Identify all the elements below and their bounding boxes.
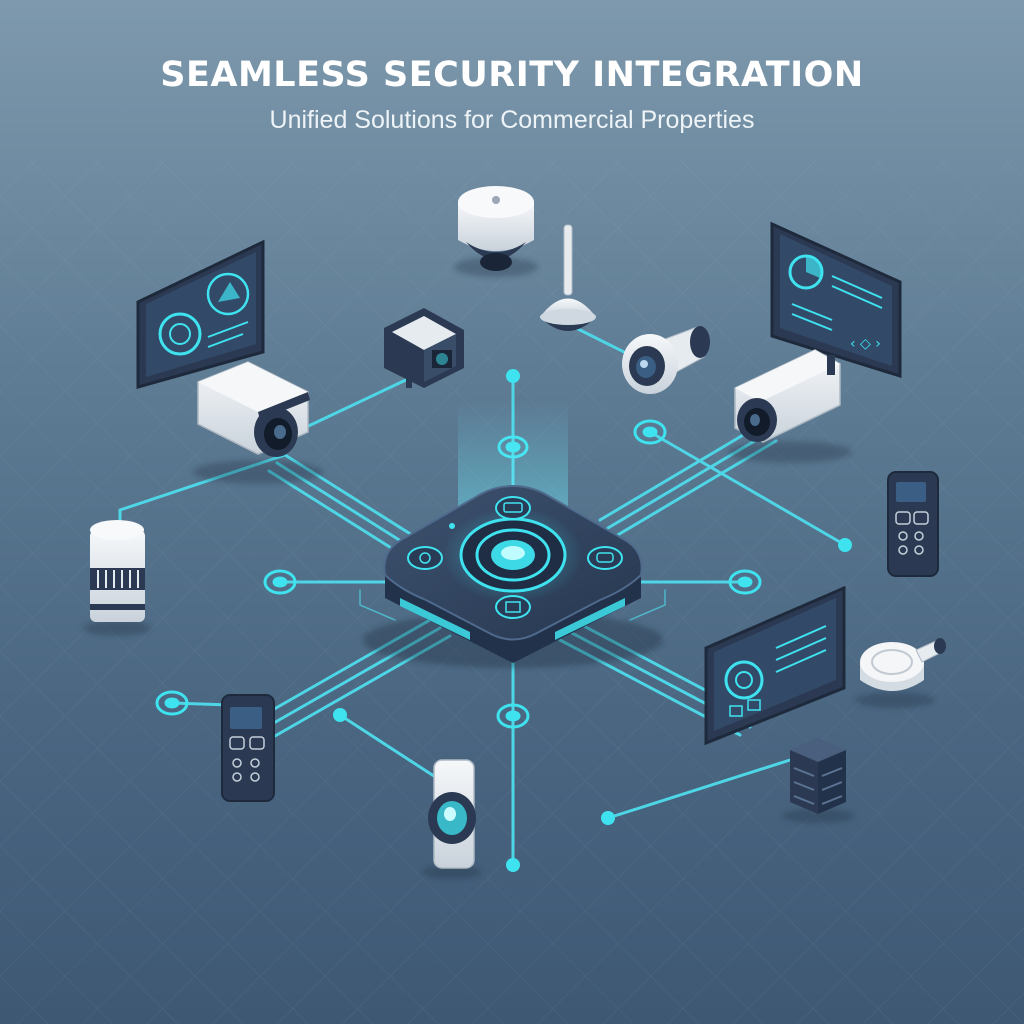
ring-node: [633, 419, 667, 445]
keypad-icon: [221, 694, 275, 802]
recycle-icon: [407, 546, 443, 570]
node-dot: [601, 811, 615, 825]
camera-icon: [495, 496, 531, 520]
ring-node: [728, 569, 762, 595]
keypad-icon: [887, 471, 939, 577]
page-title: SEAMLESS SECURITY INTEGRATION: [160, 55, 864, 95]
hub-led-strip: [555, 598, 625, 640]
ring-node: [263, 569, 297, 595]
hub-led-strip: [400, 598, 470, 640]
monitor-dashboard-icon: ‹ ◇ ›: [770, 221, 902, 379]
box-camera-icon: [384, 308, 464, 388]
node-dot: [838, 538, 852, 552]
ring-node: [155, 690, 189, 716]
ring-node: [496, 703, 530, 729]
server-rack-icon: [782, 738, 854, 823]
access-reader-icon: [422, 759, 482, 879]
svg-text:‹ ◇ ›: ‹ ◇ ›: [850, 336, 881, 352]
node-dot: [333, 708, 347, 722]
central-hub: [363, 400, 663, 668]
smoke-detector-icon: [855, 638, 946, 708]
monitor-dashboard-icon: [136, 239, 265, 389]
chat-icon: [587, 546, 623, 570]
monitor-dashboard-icon: [704, 585, 846, 746]
grid-icon: [495, 595, 531, 619]
page-subtitle: Unified Solutions for Commercial Propert…: [269, 106, 755, 134]
hub-status-led: [449, 523, 455, 529]
antenna-sensor-icon: [540, 224, 596, 331]
cylinder-sensor-icon: [83, 520, 151, 636]
node-dot: [506, 369, 520, 383]
connection-nodes: [333, 369, 852, 872]
bullet-camera-icon: [728, 349, 852, 463]
node-dot: [506, 858, 520, 872]
bullet-camera-icon: [193, 361, 323, 484]
round-camera-icon: [622, 326, 710, 394]
dome-camera-icon: [454, 186, 538, 277]
